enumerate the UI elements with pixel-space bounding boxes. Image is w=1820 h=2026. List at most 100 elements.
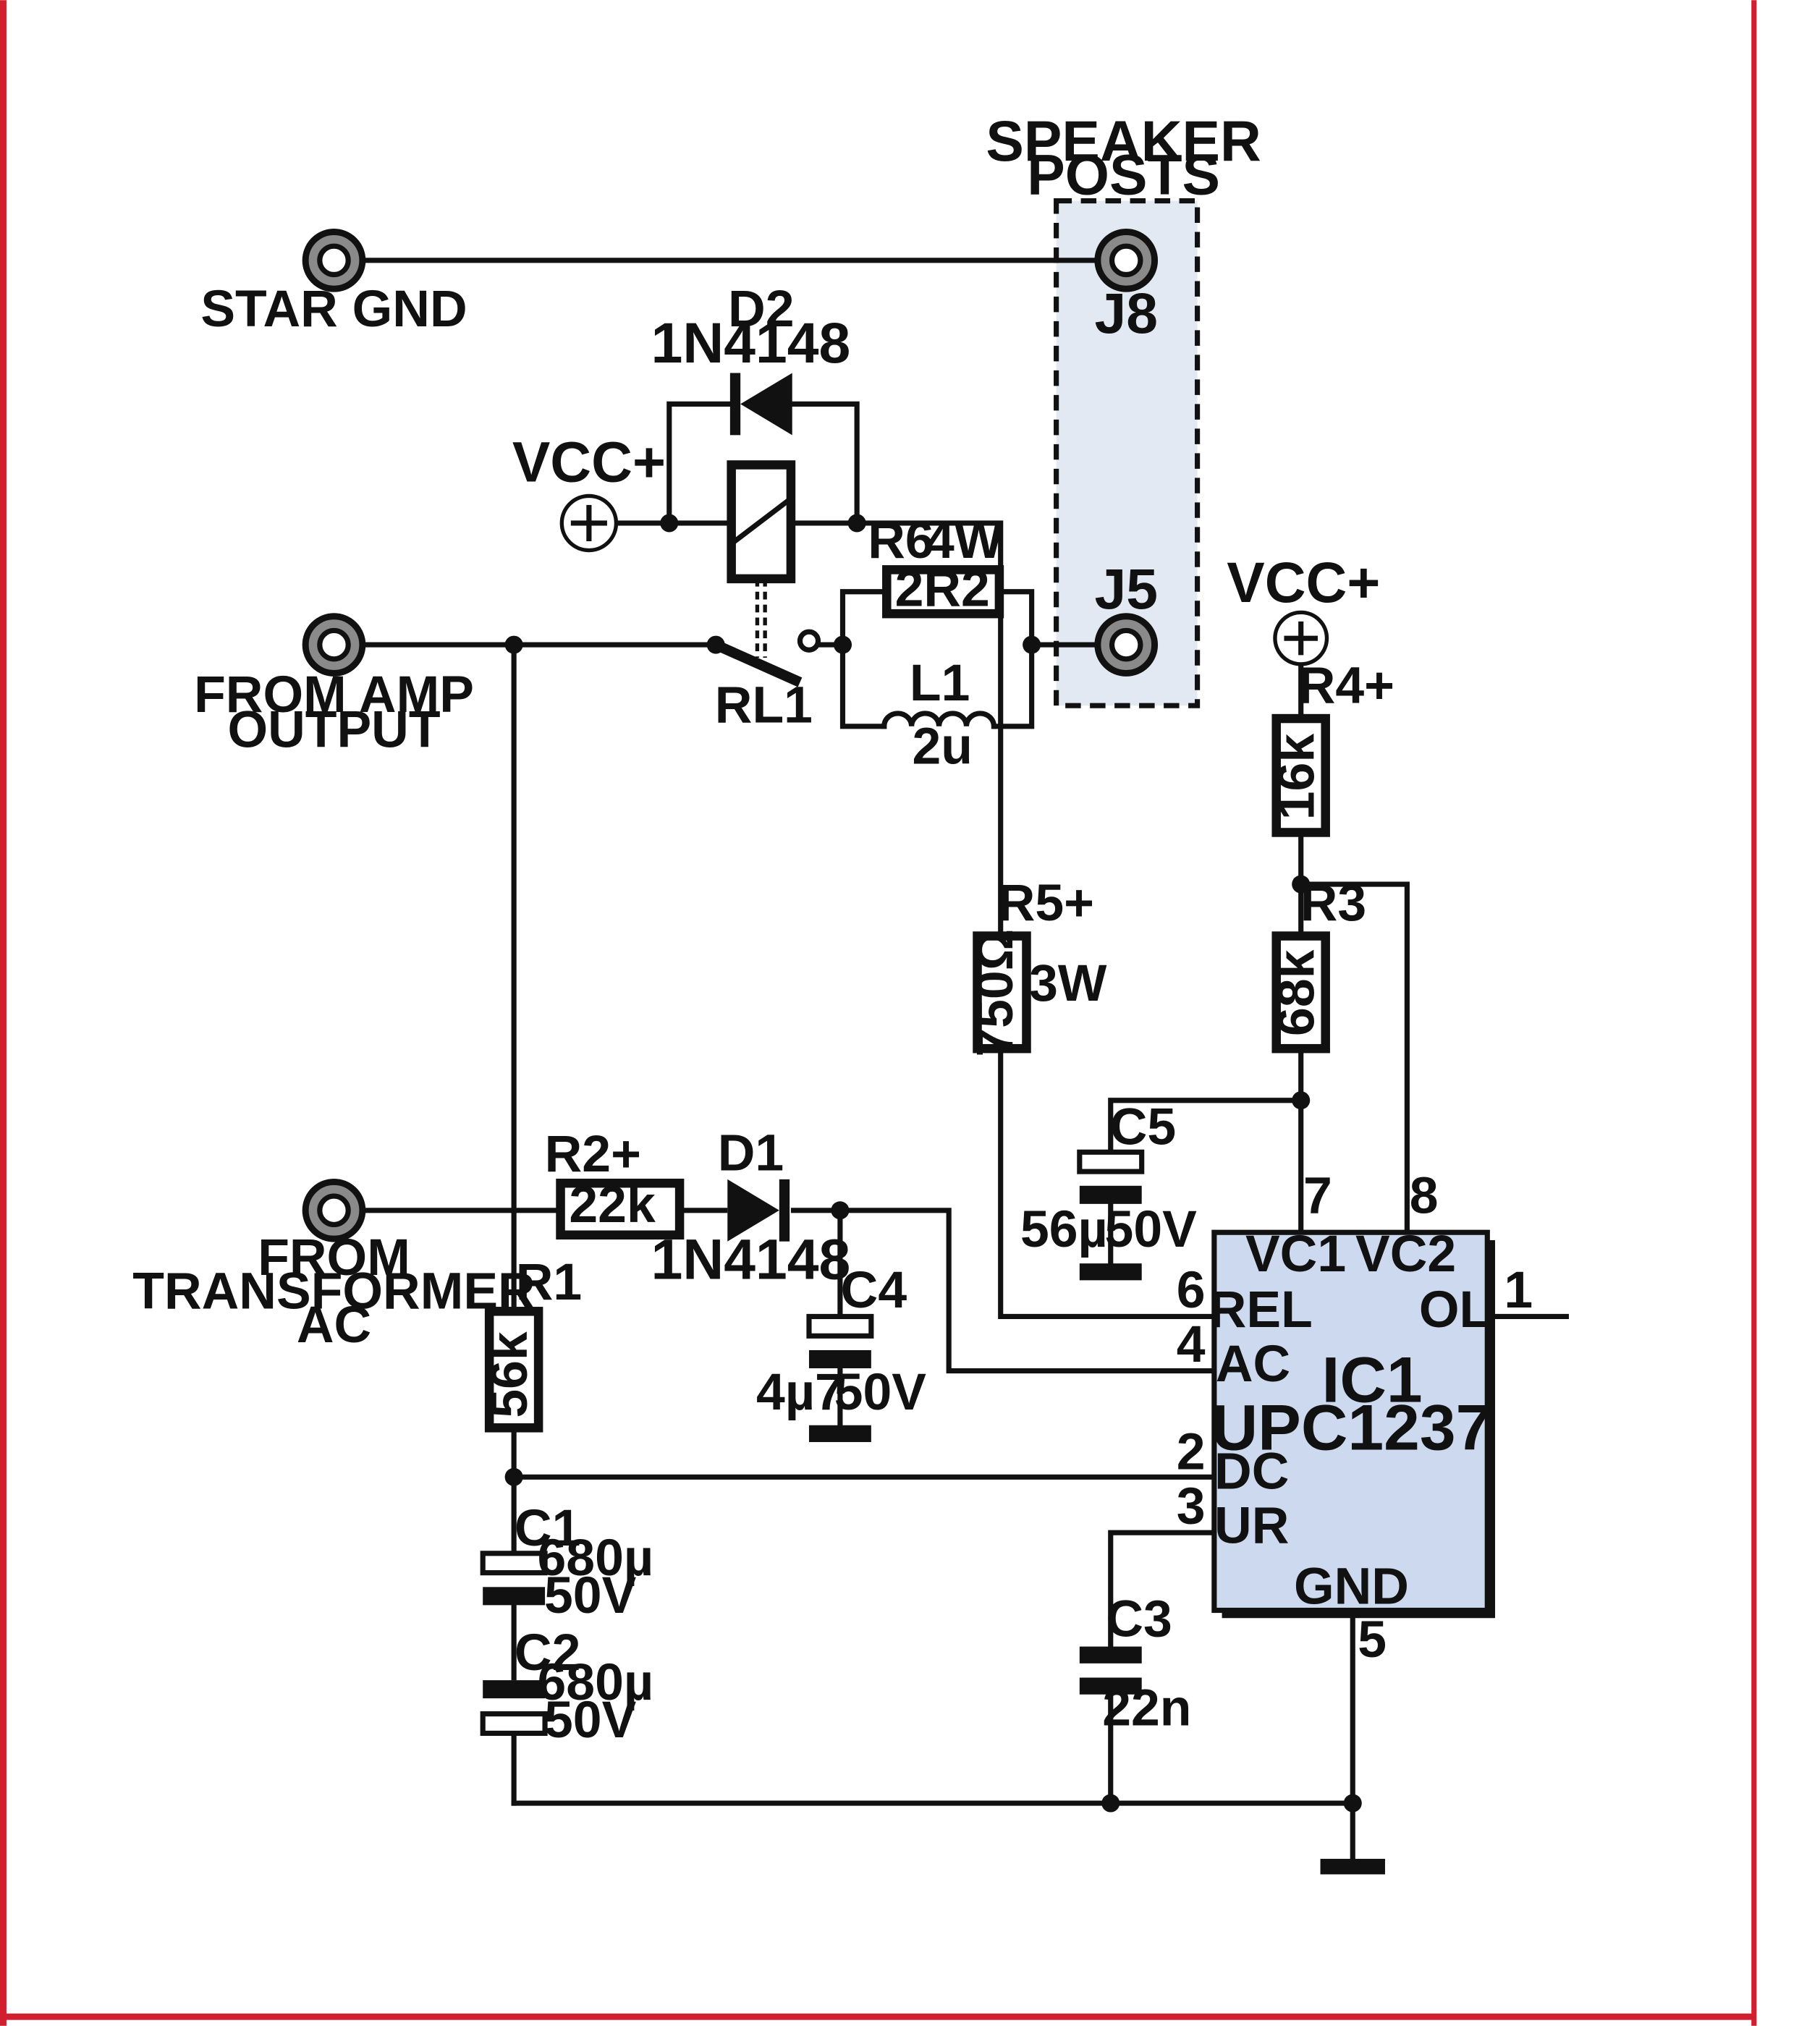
pin-8-number: 8 [1410, 1166, 1439, 1224]
ground-symbol [1320, 1858, 1385, 1875]
junction-dot [504, 635, 523, 654]
junctions [504, 514, 1362, 1813]
r3-value: 68k [1268, 949, 1326, 1036]
capacitor-c5: C5 56µ 50V [1020, 1098, 1197, 1281]
pin-vc1-label: VC1 [1245, 1225, 1346, 1283]
resistor-r2: 22k R2+ [545, 1125, 685, 1240]
junction-dot [660, 514, 679, 533]
c3-value: 22n [1102, 1679, 1191, 1737]
r4-ref: R4+ [1298, 657, 1394, 715]
r2-ref: R2+ [545, 1125, 641, 1183]
junction-dot [1343, 1794, 1362, 1813]
r5-ref: R5+ [998, 874, 1094, 932]
c2-ref: C2 [515, 1624, 580, 1682]
c1-value: 680µ [538, 1529, 654, 1587]
r2-value: 22k [569, 1176, 656, 1234]
transformer-label-3: AC [297, 1296, 371, 1354]
c4-ref: C4 [841, 1261, 907, 1319]
resistor-r6: 2R2 R6 4W [868, 512, 1004, 619]
pin-vc2-label: VC2 [1355, 1225, 1456, 1283]
j5-label: J5 [1094, 557, 1158, 621]
resistor-r1: 56k R1 [481, 1253, 582, 1433]
inductor-l1: L1 2u [881, 654, 996, 776]
r6-power: 4W [926, 512, 1004, 569]
c4-value: 4µ7 [756, 1363, 844, 1421]
terminal-star-gnd: STAR GND [200, 229, 467, 338]
r5-value: 750Ω [966, 929, 1024, 1057]
ic1-upc1237: VC1 VC2 REL AC DC UR OL GND IC1 UPC1237 … [1177, 1166, 1533, 1669]
vcc-top-label: VCC+ [512, 431, 666, 494]
pin-1-number: 1 [1504, 1261, 1533, 1319]
pin-ur-label: UR [1214, 1496, 1289, 1554]
speaker-posts-title-2: POSTS [1027, 143, 1220, 207]
resistor-r3: 68k R3 [1268, 874, 1366, 1054]
pin-ol-label: OL [1419, 1281, 1491, 1339]
junction-dot [1101, 1794, 1120, 1813]
junction-dot [847, 514, 866, 533]
r4-value: 16k [1268, 734, 1326, 821]
vcc-supply-right: VCC+ [1227, 551, 1380, 666]
capacitor-c2: C2 680µ 50V [480, 1624, 654, 1749]
ic1-ref: IC1 [1322, 1344, 1423, 1416]
r1-ref: R1 [516, 1253, 582, 1311]
d2-ref: D2 [728, 280, 794, 338]
r3-ref: R3 [1300, 874, 1366, 932]
junction-dot [1292, 1091, 1311, 1110]
c5-ref: C5 [1110, 1098, 1176, 1156]
diode-d1: D1 1N4148 [651, 1124, 851, 1291]
c1-ref: C1 [515, 1499, 580, 1557]
d2-part: 1N4148 [651, 311, 851, 375]
pin-ac-label: AC [1216, 1335, 1290, 1393]
junction-dot [831, 1201, 850, 1220]
junction-dot [1023, 635, 1041, 654]
frame [0, 0, 1757, 2026]
pin-6-number: 6 [1177, 1261, 1206, 1319]
r6-ref: R6 [868, 512, 934, 569]
capacitor-c1: C1 680µ 50V [480, 1499, 654, 1624]
transformer-label-1: FROM [258, 1229, 410, 1287]
c2-voltage: 50V [544, 1691, 637, 1749]
vcc-right-label: VCC+ [1227, 551, 1380, 614]
capacitor-c3: C3 22n [1079, 1590, 1191, 1737]
d1-ref: D1 [718, 1124, 784, 1182]
resistor-r4: 16k R4+ [1268, 657, 1394, 837]
relay-rl1: RL1 [706, 460, 821, 734]
capacitor-c4: C4 4µ7 50V [756, 1261, 926, 1442]
pin-4-number: 4 [1177, 1315, 1206, 1373]
junction-dot [1292, 875, 1311, 894]
wires [360, 258, 1569, 1867]
pin-7-number: 7 [1303, 1166, 1332, 1224]
c2-value: 680µ [538, 1653, 654, 1711]
amp-output-label-2: OUTPUT [227, 700, 440, 758]
l1-value: 2u [912, 718, 972, 776]
star-gnd-label: STAR GND [200, 280, 467, 338]
r5-power: 3W [1029, 954, 1107, 1012]
c1-voltage: 50V [544, 1567, 637, 1624]
pin-3-number: 3 [1177, 1478, 1206, 1535]
pin-rel-label: REL [1209, 1281, 1313, 1339]
pin-5-number: 5 [1358, 1611, 1387, 1669]
amp-output-label-1: FROM AMP [194, 666, 474, 724]
diode-d2: D2 1N4148 [651, 280, 851, 436]
pin-2-number: 2 [1177, 1423, 1206, 1481]
pin-gnd-label: GND [1294, 1558, 1409, 1616]
terminal-transformer-ac: FROM TRANSFORMER AC [132, 1178, 536, 1354]
terminal-amp-output: FROM AMP OUTPUT [194, 613, 474, 758]
vcc-supply-top: VCC+ [512, 431, 666, 553]
l1-ref: L1 [910, 654, 970, 712]
speaker-post-j8 [1094, 229, 1159, 292]
ic1-body [1211, 1229, 1490, 1614]
c3-ref: C3 [1106, 1590, 1172, 1648]
r6-value: 2R2 [895, 559, 990, 617]
speaker-post-j5 [1094, 613, 1159, 677]
r1-value: 56k [481, 1331, 538, 1418]
resistor-r5: 750Ω R5+ 3W [966, 874, 1107, 1057]
c4-voltage: 50V [834, 1363, 927, 1421]
rl1-label: RL1 [715, 676, 813, 734]
speaker-posts-title-1: SPEAKER [986, 109, 1261, 173]
pin-dc-label: DC [1214, 1442, 1289, 1500]
junction-dot [504, 1467, 523, 1486]
d1-part: 1N4148 [651, 1228, 851, 1292]
junction-dot [833, 635, 852, 654]
